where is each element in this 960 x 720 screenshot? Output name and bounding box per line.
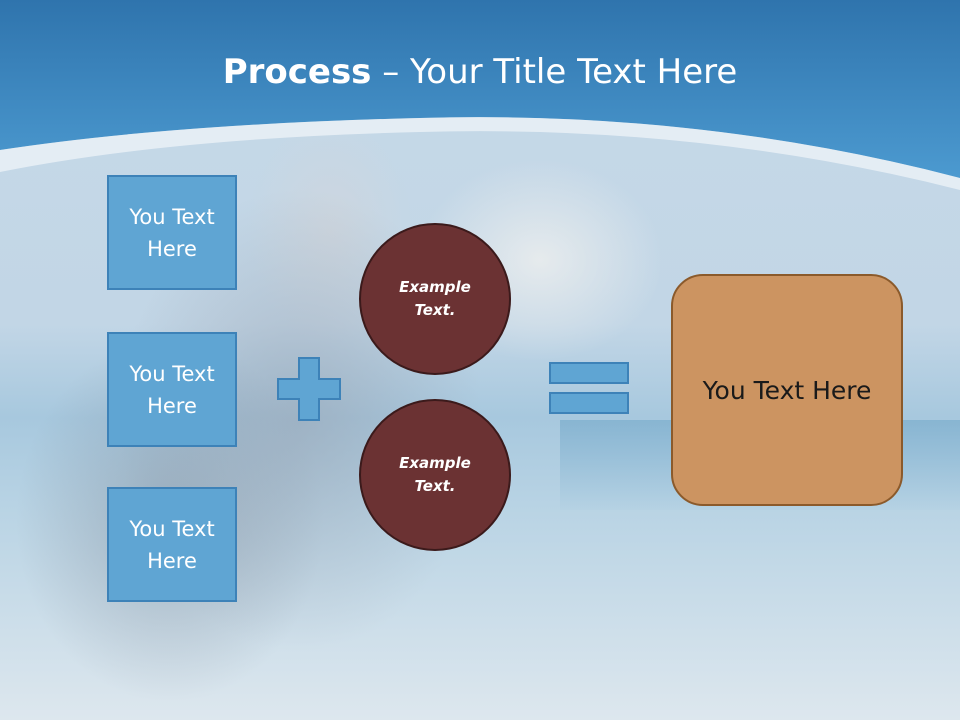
example-circle-1-label: Example Text. <box>399 278 471 319</box>
result-box-label: You Text Here <box>702 375 872 405</box>
example-circle-1[interactable]: Example Text. <box>359 223 511 375</box>
text-box-1-label: You Text Here <box>129 204 215 261</box>
title-rest-part: – Your Title Text Here <box>371 52 738 92</box>
text-box-2-label: You Text Here <box>129 361 215 418</box>
text-box-2[interactable]: You Text Here <box>107 332 237 447</box>
example-circle-2[interactable]: Example Text. <box>359 399 511 551</box>
plus-icon <box>276 356 342 422</box>
text-box-1[interactable]: You Text Here <box>107 175 237 290</box>
header-banner <box>0 0 960 190</box>
example-circle-2-label: Example Text. <box>399 454 471 495</box>
equals-icon <box>548 361 630 415</box>
slide-title: Process – Your Title Text Here <box>0 52 960 92</box>
text-box-3[interactable]: You Text Here <box>107 487 237 602</box>
result-box[interactable]: You Text Here <box>671 274 903 506</box>
title-bold-part: Process <box>222 52 372 92</box>
text-box-3-label: You Text Here <box>129 516 215 573</box>
